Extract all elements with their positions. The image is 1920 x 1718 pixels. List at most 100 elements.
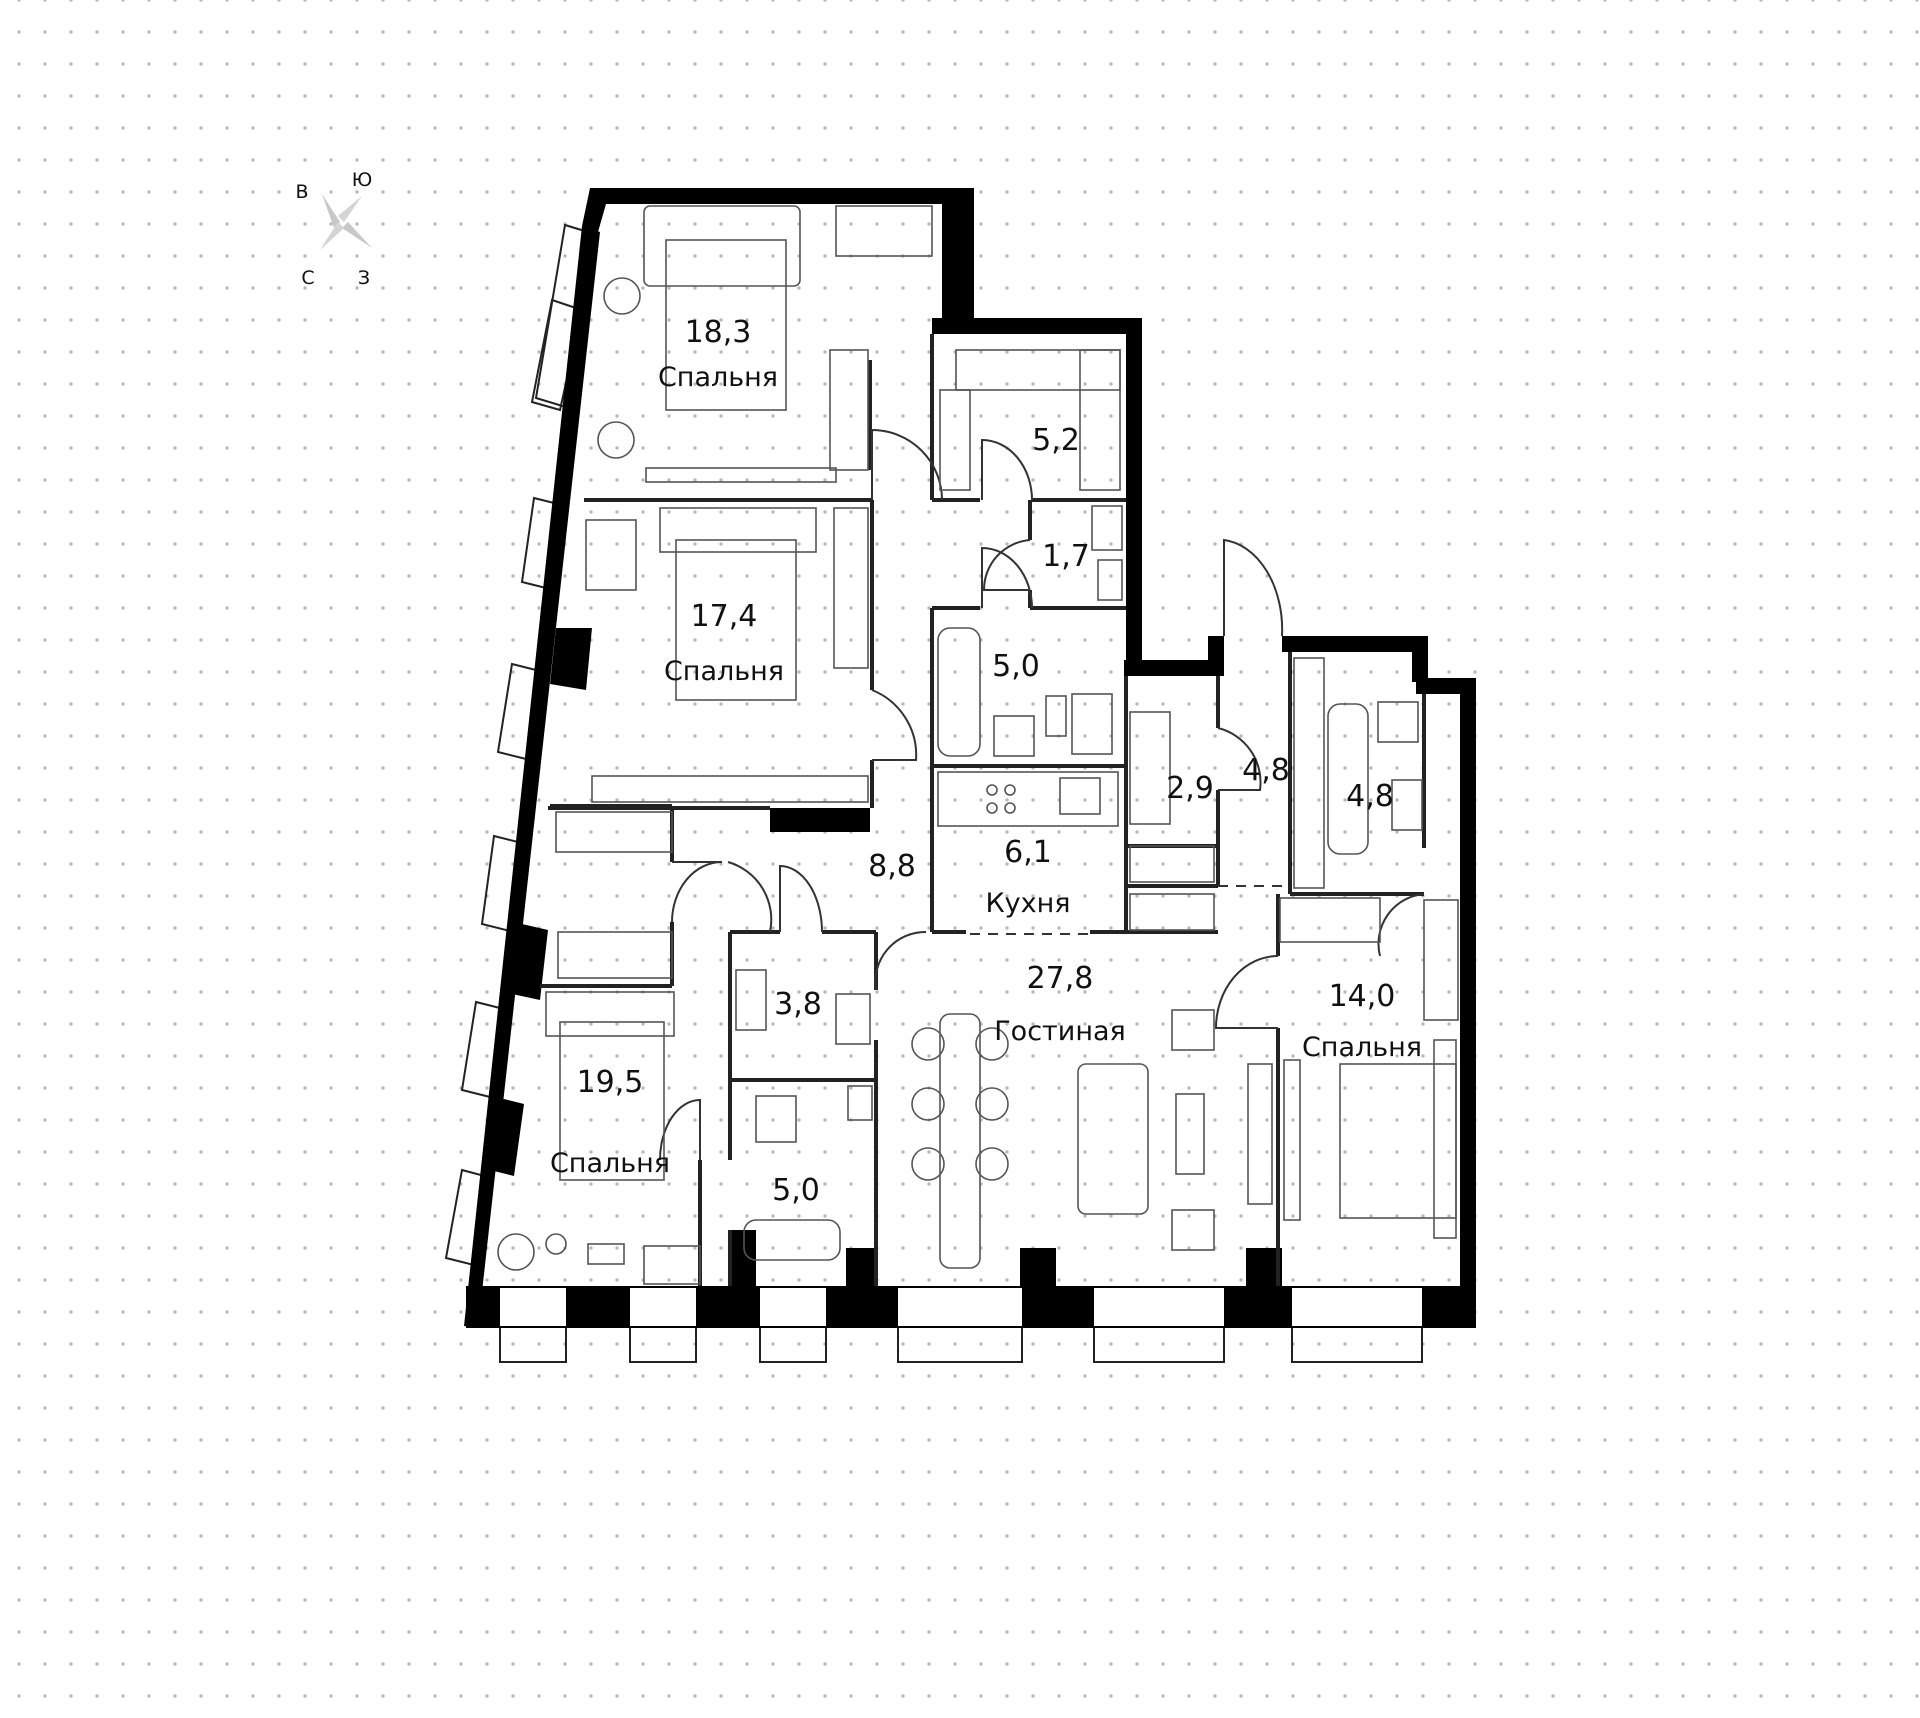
opening-south-3	[760, 1288, 826, 1326]
dining-table	[939, 1013, 981, 1269]
room-area-kitchen: 6,1	[1004, 835, 1052, 870]
door-swings	[659, 428, 1425, 1161]
door-wardrobe-1	[981, 438, 1033, 501]
desk-2	[585, 519, 637, 591]
armchair-living-2	[1171, 1209, 1215, 1251]
south-windows	[499, 1325, 1423, 1363]
sink-wc2	[735, 969, 767, 1031]
door-entrance	[1223, 538, 1284, 637]
hob-3	[986, 802, 998, 814]
wall-pillar-hall	[770, 808, 870, 832]
toilet-bath2	[1391, 779, 1423, 831]
opening-south-2	[630, 1288, 696, 1326]
shelf-hall-2	[557, 931, 673, 979]
wardrobe-unit-4b	[1423, 899, 1459, 1021]
wall-door-jamb-left	[1208, 636, 1224, 676]
bed-3	[559, 1021, 665, 1181]
compass-north-label: С	[301, 267, 314, 289]
tv-unit-4	[1283, 1059, 1301, 1221]
room-area-living: 27,8	[1027, 961, 1094, 996]
dashed-boundaries	[970, 885, 1290, 935]
shelf-wardrobe-1b	[1079, 349, 1121, 491]
compass-east-label: В	[295, 181, 308, 203]
door-bath-1	[981, 546, 1033, 609]
wall-west-diagonal	[464, 226, 600, 1328]
chair-3b	[545, 1233, 567, 1255]
door-living	[874, 930, 927, 991]
room-area-bath-2: 4,8	[1346, 779, 1394, 814]
armchair-living-1	[1171, 1009, 1215, 1051]
room-area-bedroom-4: 14,0	[1329, 979, 1396, 1014]
chair-1	[603, 277, 641, 315]
wall-pillar-living-1	[846, 1248, 878, 1290]
dining-chair-2	[911, 1087, 945, 1121]
compass-arm-nw	[322, 194, 340, 228]
shelf-hall-1	[555, 811, 673, 853]
hob-1	[986, 784, 998, 796]
south-openings	[500, 1288, 1422, 1326]
dining-chair-5	[975, 1087, 1009, 1121]
door-wardrobe-2	[1217, 727, 1262, 791]
wall-east	[1460, 678, 1476, 1328]
bidet-bath3	[755, 1095, 797, 1143]
desk-3b	[643, 1245, 701, 1285]
sink-1	[993, 715, 1035, 757]
bed-headboard-4	[1433, 1039, 1457, 1239]
bathtub-3	[743, 1219, 841, 1261]
room-area-wc-1: 1,7	[1042, 539, 1090, 574]
sofa-living	[1077, 1063, 1149, 1215]
dining-chair-1	[911, 1027, 945, 1061]
wall-pillar-living-2	[1020, 1248, 1056, 1290]
room-area-bath-3: 5,0	[772, 1173, 820, 1208]
furniture	[497, 205, 1459, 1285]
wall-pillar-bath	[728, 1230, 756, 1290]
shelf-bath2	[1293, 657, 1325, 889]
room-name-bedroom-3: Спальня	[550, 1148, 670, 1179]
chair-1b	[597, 421, 635, 459]
wall-north-3	[1282, 636, 1424, 652]
shelf-wardrobe-1c	[939, 389, 971, 491]
window-south-1	[499, 1325, 567, 1363]
window-bedroom-1-b	[530, 298, 584, 412]
sink-wc1	[1097, 559, 1123, 601]
compass-arm-se	[342, 222, 372, 248]
chair-3	[497, 1233, 535, 1271]
wall-west-pier-2	[512, 924, 548, 1000]
shelf-wardrobe-2b	[1129, 845, 1215, 883]
kitchen-sink	[1059, 777, 1101, 815]
storage-unit-corridor	[1129, 893, 1215, 931]
cabinet-1	[1045, 695, 1067, 737]
bathtub-2	[1327, 703, 1369, 855]
door-hall-left	[727, 861, 773, 933]
door-bath-3	[659, 1098, 701, 1161]
room-area-wardrobe-1: 5,2	[1032, 423, 1080, 458]
door-wc-2	[779, 864, 823, 933]
window-south-4	[897, 1325, 1023, 1363]
wardrobe-unit-2b	[591, 775, 869, 803]
room-labels: 18,3 Спальня 17,4 Спальня 19,5 Спальня 1…	[550, 315, 1422, 1208]
tv-unit-living	[1247, 1063, 1273, 1205]
room-name-bedroom-4: Спальня	[1302, 1032, 1422, 1063]
door-wc-1	[982, 539, 1031, 591]
cabinet-bath3	[847, 1085, 873, 1121]
hob-2	[1004, 784, 1016, 796]
room-name-kitchen: Кухня	[985, 888, 1070, 919]
compass-rose: В Ю С З	[295, 169, 372, 289]
room-area-hall: 8,8	[868, 849, 916, 884]
desk-3	[587, 1243, 625, 1265]
opening-south-1	[500, 1288, 566, 1326]
room-name-bedroom-2: Спальня	[664, 656, 784, 687]
compass-west-label: З	[358, 267, 370, 289]
storage-wc1	[1091, 505, 1123, 551]
dresser-1	[645, 467, 837, 483]
sink-bath2	[1377, 701, 1419, 743]
window-south-6	[1291, 1325, 1423, 1363]
dining-chair-3	[911, 1147, 945, 1181]
bed-2	[675, 539, 797, 701]
wall-north-2	[932, 318, 1142, 676]
shelf-wardrobe-2	[1129, 711, 1171, 825]
opening-south-4	[898, 1288, 1022, 1326]
compass-south-label: Ю	[352, 169, 373, 191]
